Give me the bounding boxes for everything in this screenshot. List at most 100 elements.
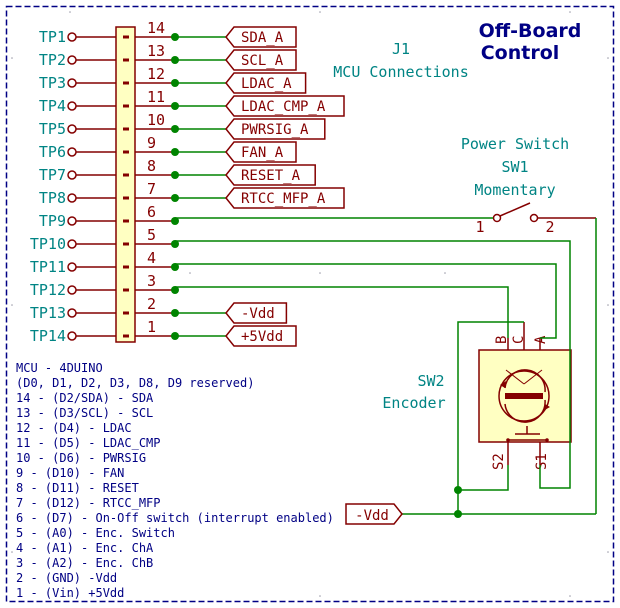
net-label-text: +5Vdd	[241, 329, 283, 345]
encoder-pin-c: C	[511, 336, 527, 344]
connector-ref: J1	[392, 40, 410, 58]
net-label-text: LDAC_A	[241, 76, 292, 92]
switch-type: Momentary	[474, 181, 555, 199]
test-point-label: TP3	[39, 74, 66, 92]
net-label-flag	[225, 95, 345, 117]
connector-row: TP11 4	[30, 249, 179, 276]
test-point-circle	[67, 216, 77, 226]
pin-marker	[123, 242, 129, 246]
pin-number: 7	[147, 180, 156, 198]
net-label-text: SCL_A	[241, 53, 284, 69]
test-point-label: TP2	[39, 51, 66, 69]
switch-ref: SW1	[501, 158, 528, 176]
junction-dot	[171, 217, 179, 225]
pin-marker	[123, 173, 129, 177]
net-label-text: SDA_A	[241, 30, 284, 46]
pin-marker	[123, 35, 129, 39]
grid-dots	[11, 11, 609, 597]
notes-block: MCU - 4DUINO(D0, D1, D2, D3, D8, D9 rese…	[16, 361, 334, 600]
pin-marker	[123, 311, 129, 315]
note-line: 7 - (D12) - RTCC_MFP	[16, 496, 161, 510]
test-point-circle	[67, 308, 77, 318]
test-point-circle	[67, 170, 77, 180]
note-line: 4 - (A1) - Enc. ChA	[16, 541, 154, 555]
net-label-text: LDAC_CMP_A	[241, 99, 326, 115]
test-point-circle	[67, 193, 77, 203]
note-line: 6 - (D7) - On-Off switch (interrupt enab…	[16, 511, 334, 525]
test-point-label: TP11	[30, 258, 66, 276]
connector-body	[115, 26, 136, 343]
pin-number: 8	[147, 157, 156, 175]
test-point-circle	[67, 78, 77, 88]
pin-marker	[123, 265, 129, 269]
pin-marker	[123, 104, 129, 108]
net-label-flag	[225, 141, 297, 163]
test-point-circle	[67, 262, 77, 272]
pin-marker	[123, 334, 129, 338]
test-point-label: TP6	[39, 143, 66, 161]
control-wires	[175, 217, 597, 515]
pin-marker	[123, 58, 129, 62]
net-label-flag	[225, 164, 316, 186]
vdd-global-label: -Vdd	[345, 503, 403, 525]
junction-dot	[171, 263, 179, 271]
net-label-flag	[225, 118, 326, 140]
pin-number: 4	[147, 249, 156, 267]
test-point-label: TP9	[39, 212, 66, 230]
encoder-pin-a: A	[533, 335, 549, 344]
note-line: 8 - (D11) - RESET	[16, 481, 139, 495]
test-point-label: TP1	[39, 28, 66, 46]
junction-dot	[171, 286, 179, 294]
pin-marker	[123, 150, 129, 154]
junction-dots	[454, 486, 462, 518]
net-label-text: RTCC_MFP_A	[241, 191, 326, 207]
encoder-pin-s2: S2	[491, 453, 507, 470]
pin-marker	[123, 196, 129, 200]
pin-number: 13	[147, 42, 165, 60]
pin-number: 3	[147, 272, 156, 290]
switch-title: Power Switch	[461, 135, 569, 153]
net-label-text: RESET_A	[241, 168, 301, 184]
test-point-label: TP14	[30, 327, 66, 345]
pin-number: 10	[147, 111, 165, 129]
encoder-pin-stubs	[507, 322, 541, 465]
encoder-pin-b: B	[494, 336, 510, 344]
encoder-ref: SW2	[417, 372, 444, 390]
note-line: 10 - (D6) - PWRSIG	[16, 451, 146, 465]
test-point-circle	[67, 55, 77, 65]
test-point-circle	[67, 147, 77, 157]
note-line: (D0, D1, D2, D3, D8, D9 reserved)	[16, 376, 254, 390]
test-point-label: TP5	[39, 120, 66, 138]
pin-marker	[123, 288, 129, 292]
test-point-circle	[67, 331, 77, 341]
net-label-flag	[225, 26, 297, 48]
note-line: 5 - (A0) - Enc. Switch	[16, 526, 175, 540]
test-point-label: TP4	[39, 97, 66, 115]
pin-number: 14	[147, 19, 165, 37]
test-point-label: TP7	[39, 166, 66, 184]
net-label-text: PWRSIG_A	[241, 122, 309, 138]
note-line: 2 - (GND) -Vdd	[16, 571, 117, 585]
test-point-label: TP8	[39, 189, 66, 207]
title-line-1: Off-Board	[479, 20, 582, 42]
net-label-flag	[225, 49, 297, 71]
switch-pin-1: 1	[475, 218, 484, 236]
connector-value: MCU Connections	[333, 63, 468, 81]
test-point-circle	[67, 101, 77, 111]
net-label-flag	[225, 187, 345, 209]
note-line: 1 - (Vin) +5Vdd	[16, 586, 124, 600]
title-line-2: Control	[481, 42, 560, 64]
pin-marker	[123, 127, 129, 131]
